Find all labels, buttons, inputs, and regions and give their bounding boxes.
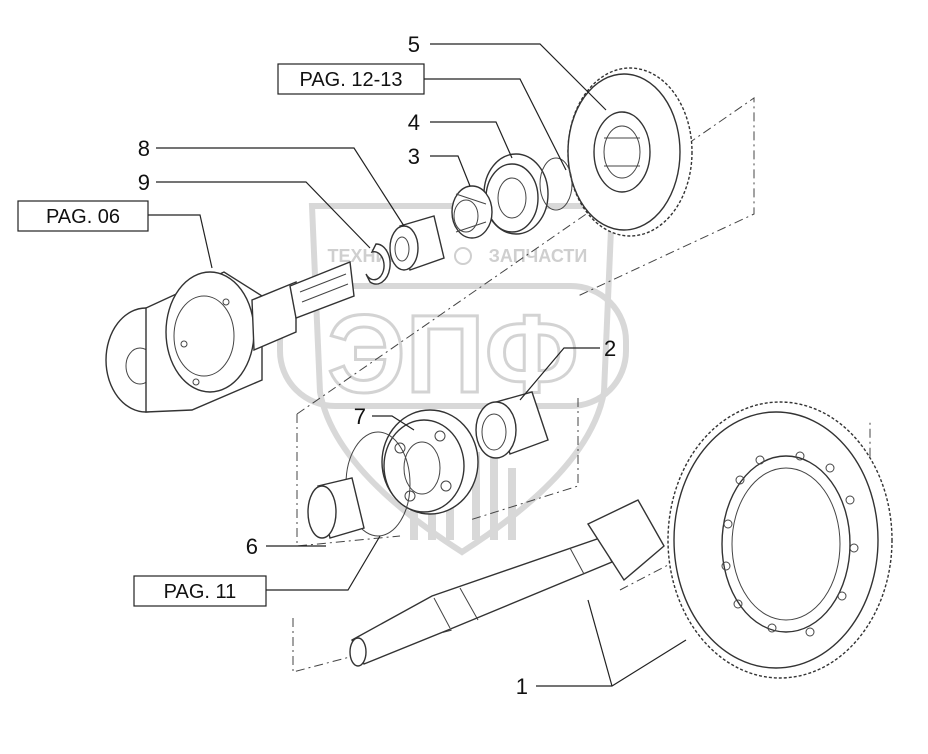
- gear-part-5: [567, 67, 693, 237]
- circlip-part-9: [365, 243, 391, 285]
- dash-dot-frames: [292, 97, 871, 673]
- nut-part-3: [451, 185, 493, 239]
- watermark-tagline-right: ЗАПЧАСТИ: [489, 246, 588, 266]
- part-number-4: 4: [408, 110, 420, 135]
- sleeve-part-8: [389, 215, 445, 271]
- part-number-3: 3: [408, 144, 420, 169]
- ring-gear-part-1: [667, 401, 893, 679]
- part-number-1: 1: [516, 674, 528, 699]
- part-number-5: 5: [408, 32, 420, 57]
- part-number-2: 2: [604, 336, 616, 361]
- part-number-9: 9: [138, 170, 150, 195]
- bearing-part-4: [483, 153, 549, 235]
- gear-icon: [454, 247, 472, 265]
- part-number-7: 7: [354, 404, 366, 429]
- bushing-part-2: [475, 391, 549, 459]
- pag-ref-label: PAG. 11: [164, 581, 237, 603]
- part-number-6: 6: [246, 534, 258, 559]
- bushing-part-6: [307, 477, 365, 539]
- pinion-shaft-part-1: [349, 499, 665, 667]
- leader-lines: [148, 43, 687, 687]
- snap-ring: [539, 157, 573, 211]
- watermark-logo-text: ЭПФ: [327, 293, 578, 416]
- clutch-shaft-assembly: [105, 261, 355, 413]
- pag-ref-06: PAG. 06: [17, 200, 149, 232]
- pag-ref-11: PAG. 11: [133, 575, 267, 607]
- pag-ref-12-13: PAG. 12-13: [277, 63, 425, 95]
- pag-ref-label: PAG. 12-13: [299, 69, 402, 91]
- pag-ref-label: PAG. 06: [46, 206, 120, 228]
- bearing-part-7: [381, 409, 479, 515]
- part-number-8: 8: [138, 136, 150, 161]
